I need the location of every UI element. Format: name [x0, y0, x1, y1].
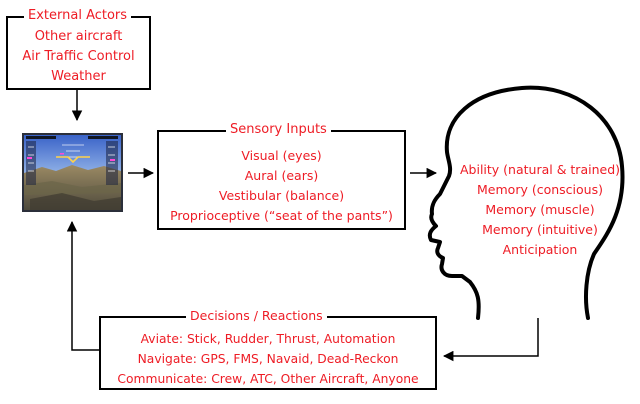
flight-display-image	[22, 133, 123, 212]
decisions-reactions-box: Decisions / Reactions Aviate: Stick, Rud…	[99, 308, 437, 390]
cognition-item: Memory (conscious)	[477, 182, 603, 197]
decisions-reactions-list: Aviate: Stick, Rudder, Thrust, Automatio…	[101, 329, 435, 389]
external-actors-title: External Actors	[24, 8, 132, 23]
sensory-inputs-title: Sensory Inputs	[226, 122, 331, 137]
external-actors-list: Other aircraft Air Traffic Control Weath…	[8, 27, 149, 87]
cognition-item: Ability (natural & trained)	[459, 162, 621, 177]
cognition-list: Ability (natural & trained) Memory (cons…	[452, 160, 628, 260]
arrow-head-to-decisions	[442, 318, 539, 362]
sensory-input-item: Visual (eyes)	[241, 148, 322, 163]
sensory-inputs-box: Sensory Inputs Visual (eyes) Aural (ears…	[157, 122, 406, 230]
sensory-input-item: Aural (ears)	[244, 168, 319, 183]
decision-item: Aviate: Stick, Rudder, Thrust, Automatio…	[140, 332, 396, 346]
decisions-reactions-title: Decisions / Reactions	[186, 308, 327, 323]
cognition-item: Anticipation	[502, 242, 578, 257]
sensory-inputs-list: Visual (eyes) Aural (ears) Vestibular (b…	[159, 146, 404, 226]
decision-item: Communicate: Crew, ATC, Other Aircraft, …	[117, 372, 419, 386]
sensory-input-item: Proprioceptive (“seat of the pants”)	[170, 208, 393, 223]
head-silhouette	[427, 85, 625, 320]
arrow-decisions-to-display	[66, 220, 99, 351]
external-actors-box: External Actors Other aircraft Air Traff…	[6, 8, 151, 90]
cognition-item: Memory (muscle)	[485, 202, 595, 217]
sensory-input-item: Vestibular (balance)	[218, 188, 345, 203]
external-actor-item: Weather	[51, 69, 106, 84]
external-actor-item: Other aircraft	[34, 29, 123, 44]
cognition-item: Memory (intuitive)	[482, 222, 598, 237]
external-actor-item: Air Traffic Control	[22, 49, 135, 64]
decision-item: Navigate: GPS, FMS, Navaid, Dead-Reckon	[137, 352, 399, 366]
